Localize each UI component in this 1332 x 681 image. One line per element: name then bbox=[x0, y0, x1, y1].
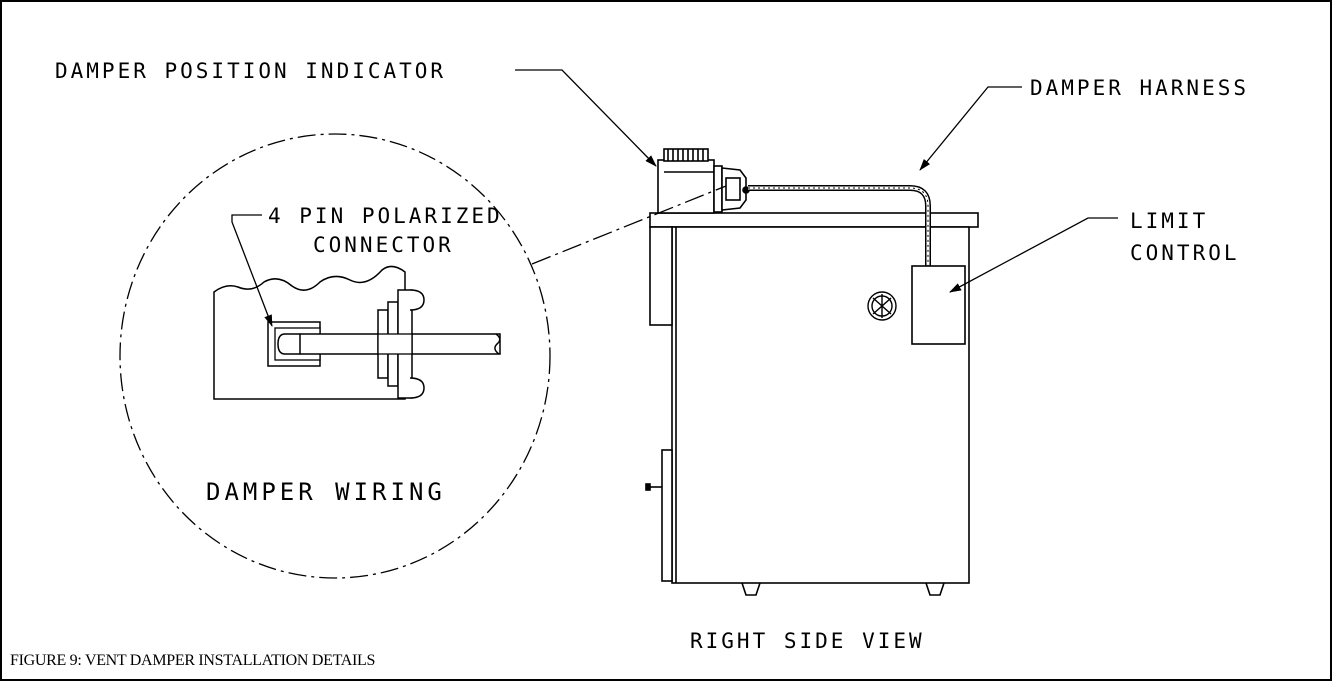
boiler-side-panel bbox=[649, 226, 673, 326]
leader-damper-position-indicator bbox=[515, 69, 657, 167]
boiler-foot-left bbox=[741, 582, 761, 596]
label-damper-harness: DAMPER HARNESS bbox=[1030, 76, 1249, 100]
gauge-icon bbox=[867, 291, 897, 321]
detail-projection-line bbox=[531, 185, 727, 265]
vent-damper bbox=[657, 148, 750, 214]
boiler-lower-door bbox=[661, 449, 673, 582]
label-damper-position-indicator: DAMPER POSITION INDICATOR bbox=[55, 59, 446, 83]
leaders bbox=[231, 69, 1118, 327]
label-connector-line2: CONNECTOR bbox=[313, 233, 454, 257]
detail-circle bbox=[119, 133, 551, 579]
limit-control-box bbox=[911, 265, 966, 345]
damper-collar bbox=[663, 148, 709, 162]
label-detail-title: DAMPER WIRING bbox=[206, 478, 446, 506]
label-connector-line1: 4 PIN POLARIZED bbox=[268, 204, 503, 228]
boiler-right-side-view bbox=[645, 212, 979, 596]
damper-wiring-detail bbox=[119, 133, 727, 579]
label-limit-control-line2: CONTROL bbox=[1130, 241, 1240, 265]
figure-caption: FIGURE 9: VENT DAMPER INSTALLATION DETAI… bbox=[10, 652, 376, 669]
damper-harness-cable bbox=[748, 185, 931, 266]
leader-damper-harness bbox=[919, 86, 1022, 171]
boiler-foot-right bbox=[925, 582, 945, 596]
damper-body bbox=[657, 159, 715, 214]
leader-limit-control bbox=[949, 217, 1118, 293]
label-view-title: RIGHT SIDE VIEW bbox=[690, 629, 925, 653]
label-limit-control-line1: LIMIT bbox=[1130, 209, 1208, 233]
leader-connector bbox=[231, 214, 273, 327]
